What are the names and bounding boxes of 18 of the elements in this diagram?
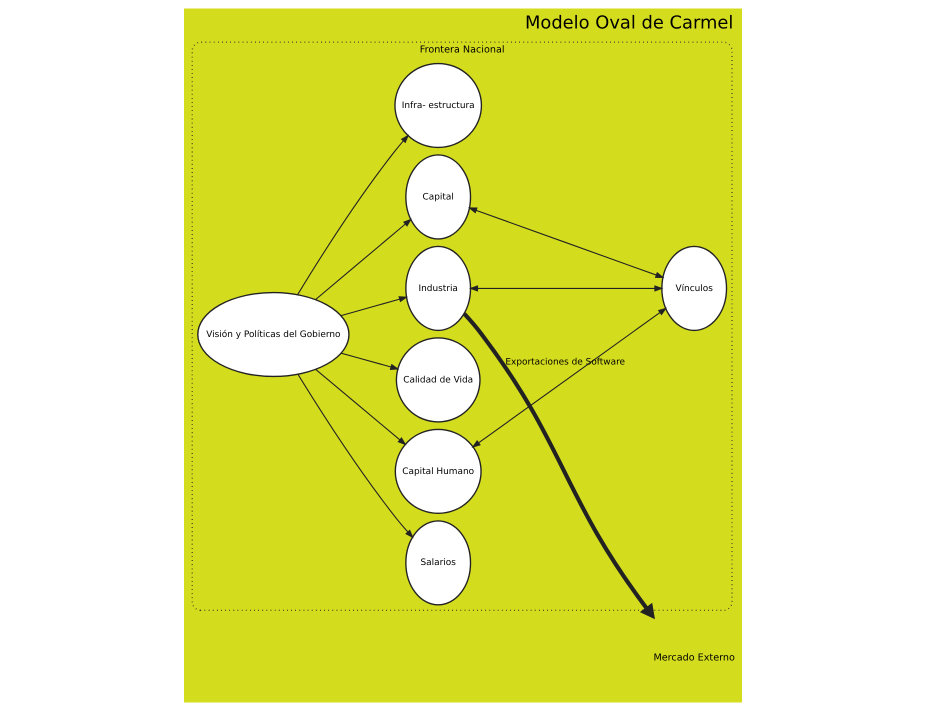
node-ellipse: Capital (404, 154, 471, 240)
arrow (314, 218, 412, 300)
diagram-title: Modelo Oval de Carmel (524, 12, 733, 34)
arrow (471, 307, 667, 448)
arrow (462, 312, 654, 620)
node-ellipse: Vínculos (660, 246, 727, 332)
node-ellipse: Industria (404, 246, 471, 332)
arrow (314, 369, 406, 446)
arrow (468, 285, 663, 292)
arrow (468, 207, 664, 278)
arrow (340, 296, 408, 316)
arrow (297, 374, 414, 538)
arrow (340, 352, 399, 370)
arrow (296, 134, 409, 295)
node-circle: Infra- estructura (394, 62, 482, 148)
node-circle: Calidad de Vida (395, 337, 480, 423)
node-text: Mercado Externo (652, 652, 734, 664)
node-ellipse: Visión y Políticas del Gobierno (196, 292, 350, 378)
